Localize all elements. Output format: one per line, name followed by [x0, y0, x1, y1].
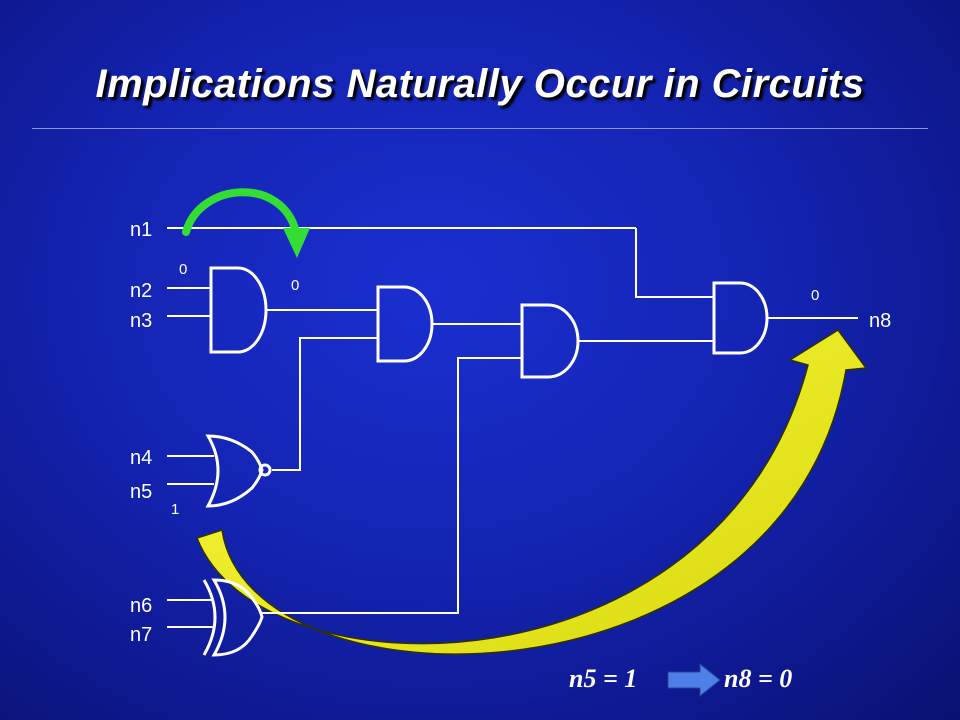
wire-n1-drop [635, 228, 714, 298]
xor-gate [202, 578, 264, 657]
and-gate-1 [209, 266, 268, 354]
label-n5: n5 [130, 481, 152, 503]
wire-xor-out [262, 357, 522, 614]
label-n8: n8 [869, 310, 891, 332]
and-gate-4 [712, 281, 769, 355]
equation-right: n8 = 0 [724, 664, 792, 693]
value-n2: 0 [179, 261, 187, 278]
value-n5: 1 [171, 501, 179, 518]
label-n7: n7 [130, 624, 152, 646]
green-arrowhead [283, 228, 310, 258]
implies-arrow-icon [667, 662, 721, 698]
equation-left: n5 = 1 [569, 664, 637, 693]
wires [167, 227, 858, 628]
label-n2: n2 [130, 280, 152, 302]
value-and1-out: 0 [291, 277, 299, 294]
nor-gate [205, 434, 272, 508]
green-curved-arrow [182, 188, 300, 236]
value-n8: 0 [811, 287, 819, 304]
label-n4: n4 [130, 447, 152, 469]
label-n1: n1 [130, 219, 152, 241]
and-gate-3 [520, 303, 580, 379]
wire-nor-out [272, 337, 378, 471]
and-gate-2 [376, 285, 434, 363]
label-n6: n6 [130, 595, 152, 617]
title-divider [32, 128, 928, 129]
label-n3: n3 [130, 310, 152, 332]
yellow-curved-arrow [196, 328, 868, 655]
slide-title: Implications Naturally Occur in Circuits [95, 62, 865, 106]
